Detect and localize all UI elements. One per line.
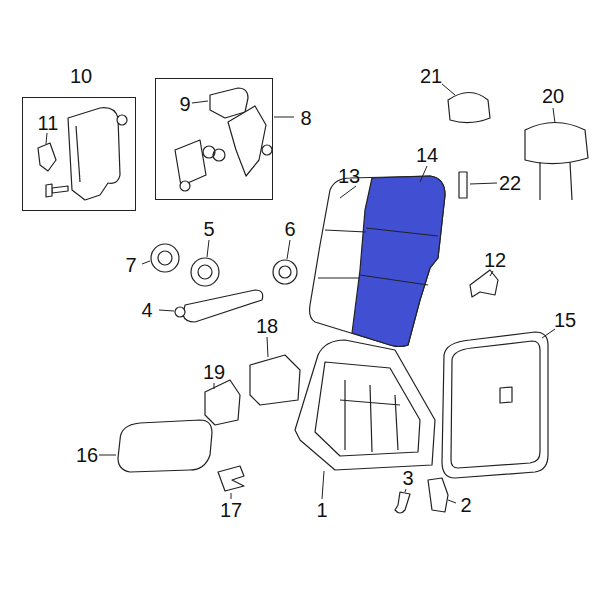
clip-part	[38, 143, 56, 171]
seat-back-pad	[310, 176, 445, 347]
mechanism	[228, 106, 266, 176]
washer	[117, 115, 127, 125]
trim-piece	[250, 355, 300, 405]
leader-line	[46, 133, 47, 144]
callout-number: 21	[419, 66, 443, 86]
leader-line	[340, 186, 356, 198]
callout-number: 1	[315, 500, 328, 520]
callout-number: 22	[498, 173, 522, 193]
seat-back-frame	[295, 340, 435, 470]
leader-line	[159, 310, 174, 311]
callout-number: 6	[283, 219, 296, 239]
callout-number: 15	[553, 310, 577, 330]
callout-number: 9	[178, 94, 191, 114]
back-panel	[442, 332, 548, 478]
cap	[273, 260, 297, 284]
callout-number: 2	[459, 495, 472, 515]
callout-number: 19	[202, 362, 226, 382]
callout-number: 8	[299, 108, 312, 128]
leader-line	[287, 240, 290, 259]
hook	[395, 492, 410, 513]
callout-number: 7	[124, 255, 137, 275]
hook-bracket	[428, 478, 448, 512]
leader-line	[192, 101, 208, 103]
leader-line	[442, 84, 455, 95]
armrest	[118, 420, 212, 472]
callout-number: 11	[37, 113, 60, 133]
screw-head	[46, 184, 52, 197]
leader-line	[490, 271, 493, 276]
leader-line	[142, 261, 150, 264]
clip-part	[218, 466, 244, 491]
spring	[203, 146, 225, 161]
leader-line	[470, 183, 497, 184]
recliner-disc	[151, 244, 179, 272]
headrest	[525, 123, 588, 164]
part-group-box: 1011	[22, 97, 136, 211]
trim-cover-edge	[76, 126, 80, 182]
small-part	[262, 145, 272, 155]
mechanism-plate	[175, 140, 206, 186]
leader-line	[231, 493, 232, 499]
leader-line	[214, 383, 215, 389]
bracket	[470, 270, 498, 297]
leader-line	[267, 337, 268, 357]
leader-line	[420, 166, 427, 182]
lever	[183, 290, 263, 322]
callout-number: 20	[541, 86, 565, 106]
frame-inner	[315, 362, 420, 456]
small-part	[180, 181, 190, 191]
trim-piece	[205, 380, 240, 425]
callout-number: 5	[202, 219, 215, 239]
leader-line	[448, 500, 456, 503]
lever-knob	[175, 307, 185, 317]
callout-number: 13	[337, 166, 361, 186]
callout-number: 14	[415, 145, 439, 165]
headrest	[448, 93, 490, 123]
seat-back-cover	[352, 176, 445, 347]
headrest-post	[540, 162, 572, 200]
leader-line	[274, 117, 294, 118]
screw	[52, 186, 68, 193]
panel-handle	[500, 387, 512, 403]
callout-number: 3	[401, 468, 414, 488]
callout-number: 18	[255, 316, 279, 336]
callout-number: 10	[69, 66, 93, 86]
stitch-line	[318, 228, 438, 285]
callout-number: 16	[75, 445, 99, 465]
guide-sleeve	[459, 172, 467, 198]
leader-line	[207, 240, 209, 257]
leader-line	[99, 455, 116, 456]
back-panel-inner	[451, 341, 540, 468]
callout-number: 12	[483, 250, 507, 270]
leader-line	[553, 108, 555, 123]
leader-line	[322, 471, 324, 499]
recliner-unit	[191, 258, 219, 286]
leader-line	[542, 329, 555, 338]
callout-number: 17	[219, 500, 243, 520]
trim-cover	[68, 108, 120, 200]
callout-number: 4	[140, 300, 153, 320]
leader-line	[405, 489, 406, 492]
part-group-box: 98	[155, 78, 273, 200]
